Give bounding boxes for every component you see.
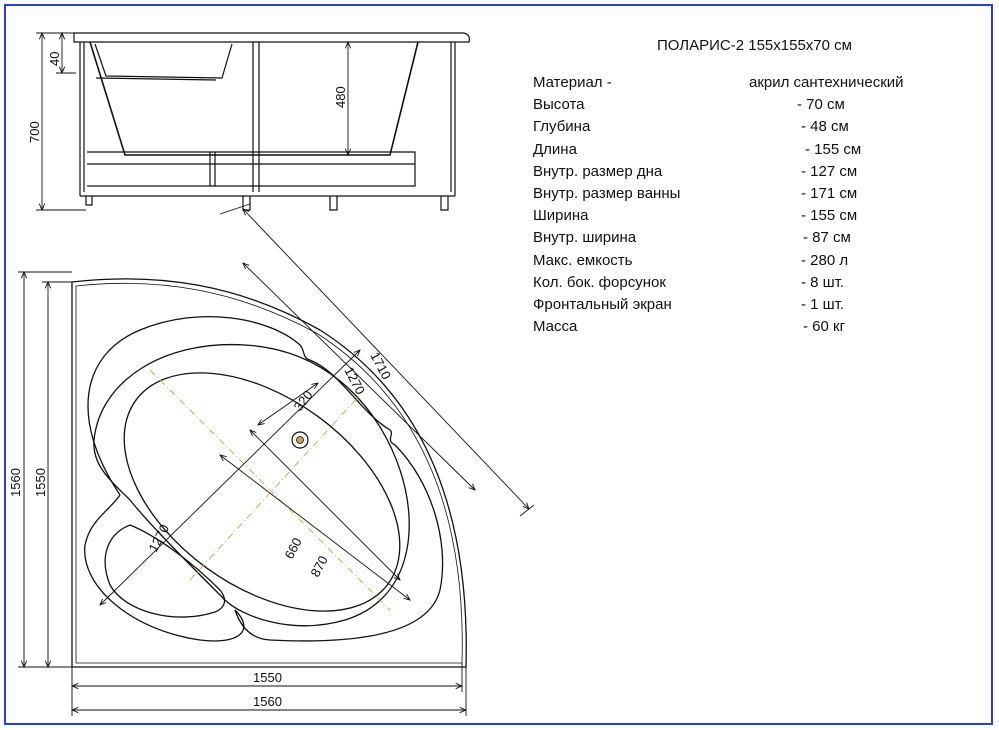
spec-row: Глубина - 48 см xyxy=(533,116,953,138)
spec-value: - 127 см xyxy=(801,162,858,180)
dim-drain-offset: 320 xyxy=(291,388,316,414)
spec-value: акрил сантехнический xyxy=(749,74,904,91)
spec-row: Высота - 70 см xyxy=(533,94,953,116)
spec-table: Материал - акрил сантехнический Высота - 7… xyxy=(533,72,953,338)
spec-label: Фронтальный экран xyxy=(533,295,672,313)
spec-value: - 48 см xyxy=(801,118,849,136)
spec-label: Макс. емкость xyxy=(533,251,633,269)
spec-label: Внутр. размер ванны xyxy=(533,184,681,202)
dim-side-inner: 1550 xyxy=(33,468,48,497)
spec-label: Кол. бок. форсунок xyxy=(533,273,666,291)
dim-inner-width: 660 xyxy=(281,535,304,561)
axis-lines xyxy=(149,369,391,611)
dim-side-outer: 1560 xyxy=(8,468,23,497)
top-view xyxy=(71,278,467,668)
side-view xyxy=(73,32,471,211)
spec-value: - 1 шт. xyxy=(801,295,845,313)
top-dimensions xyxy=(18,203,535,716)
spec-label: Материал - xyxy=(533,74,612,91)
dim-side-rim: 40 xyxy=(47,52,62,66)
spec-label: Внутр. размер дна xyxy=(533,162,663,180)
product-title: ПОЛАРИС-2 155х155х70 см xyxy=(657,37,852,54)
spec-value: - 70 см xyxy=(797,96,845,114)
spec-label: Высота xyxy=(533,96,585,114)
dim-side-height: 700 xyxy=(27,121,42,143)
spec-row: Макс. емкость - 280 л xyxy=(533,250,953,272)
dim-outer-inner-width: 870 xyxy=(307,553,330,579)
spec-value: - 280 л xyxy=(801,251,849,269)
spec-row: Масса - 60 кг xyxy=(533,316,953,338)
spec-row: Длина - 155 см xyxy=(533,139,953,161)
spec-value: - 87 см xyxy=(803,229,851,247)
spec-row: Материал - акрил сантехнический xyxy=(533,72,953,94)
dim-inner-diagonal: 1270 xyxy=(341,364,368,397)
spec-row: Внутр. ширина - 87 см xyxy=(533,227,953,249)
dim-total-diagonal: 1710 xyxy=(367,349,394,382)
spec-label: Длина xyxy=(533,140,577,158)
spec-row: Внутр. размер дна - 127 см xyxy=(533,161,953,183)
spec-row: Внутр. размер ванны - 171 см xyxy=(533,183,953,205)
spec-label: Внутр. ширина xyxy=(533,229,637,247)
spec-label: Масса xyxy=(533,318,578,336)
spec-row: Ширина - 155 см xyxy=(533,205,953,227)
spec-value: - 171 см xyxy=(801,184,858,202)
side-dimensions xyxy=(36,33,348,210)
spec-label: Глубина xyxy=(533,118,591,136)
spec-label: Ширина xyxy=(533,207,589,225)
spec-value: - 8 шт. xyxy=(801,273,845,291)
spec-value: - 155 см xyxy=(801,207,858,225)
dim-side-depth: 480 xyxy=(333,86,348,108)
spec-row: Кол. бок. форсунок - 8 шт. xyxy=(533,272,953,294)
spec-value: - 155 см xyxy=(805,140,862,158)
dim-bottom-inner: 1550 xyxy=(253,670,282,685)
spec-value: - 60 кг xyxy=(803,318,846,336)
dim-bottom-outer: 1560 xyxy=(253,694,282,709)
spec-row: Фронтальный экран - 1 шт. xyxy=(533,294,953,316)
